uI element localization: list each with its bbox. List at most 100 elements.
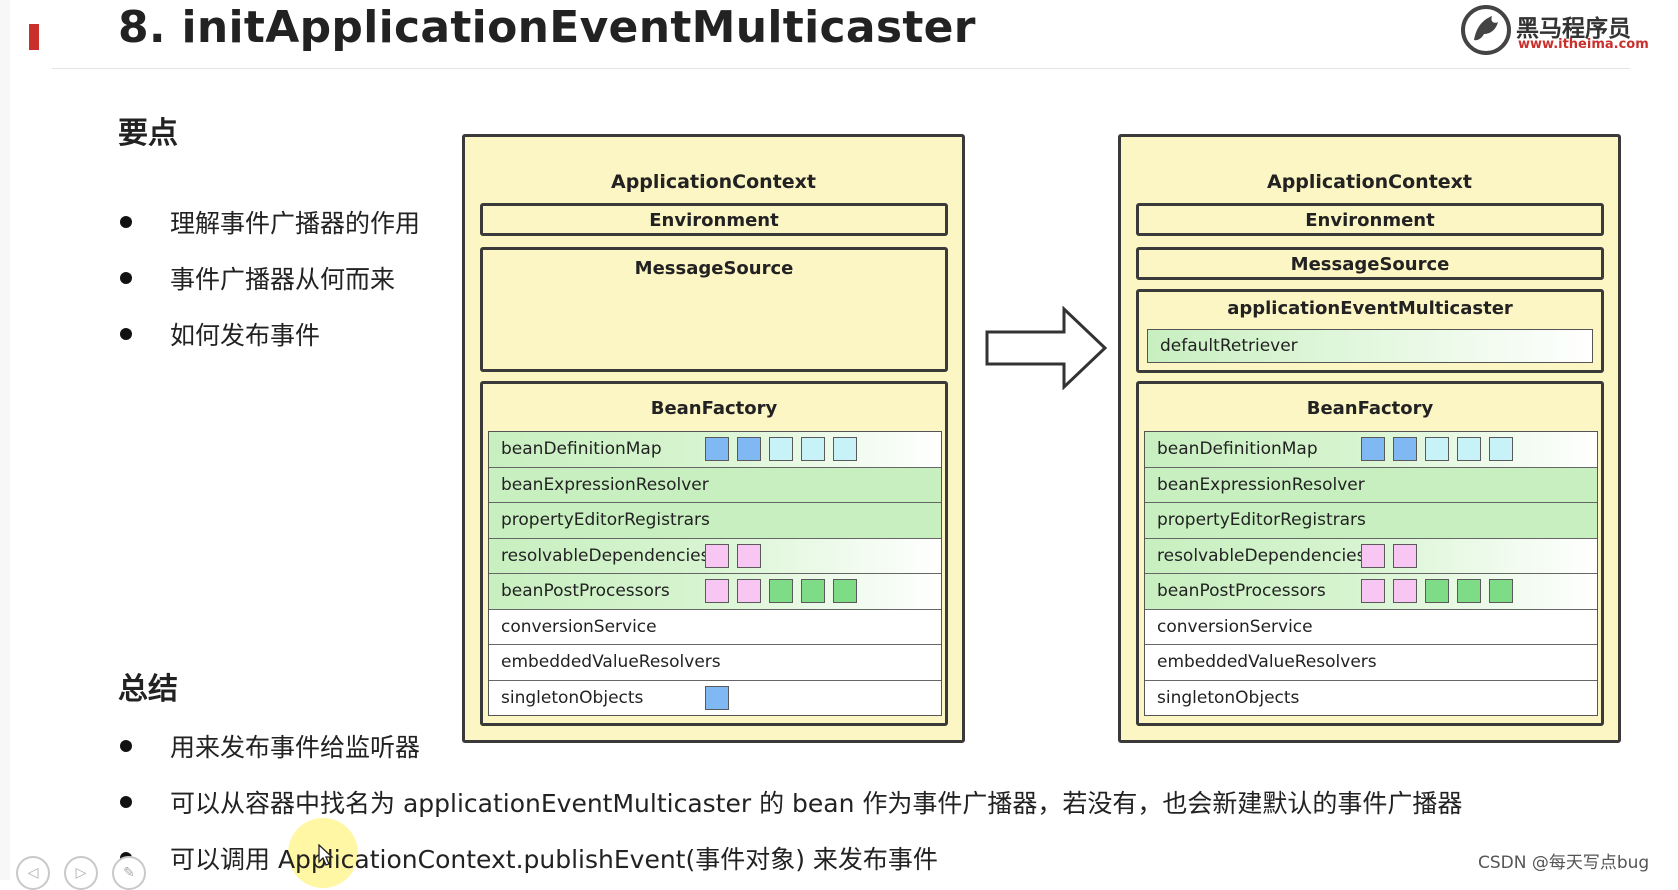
bean-square-cyan	[1425, 437, 1449, 462]
message-source-label: MessageSource	[634, 258, 794, 279]
bean-factory-row: conversionService	[1145, 610, 1597, 645]
bean-square-blue	[1361, 437, 1385, 462]
key-point-text: 事件广播器从何而来	[170, 265, 396, 294]
environment-label: Environment	[1305, 210, 1435, 231]
bean-square-green	[801, 579, 825, 604]
key-point-text: 如何发布事件	[170, 321, 321, 350]
bean-square-pink	[1361, 579, 1385, 604]
pen-icon: ✎	[123, 865, 135, 881]
bullet-dot	[120, 216, 132, 228]
summary-item: 可以调用 ApplicationContext.publishEvent(事件对…	[118, 840, 938, 876]
message-source-box: MessageSource	[1136, 247, 1604, 280]
bean-square-group	[1361, 437, 1513, 462]
bean-square-pink	[737, 543, 761, 568]
default-retriever-label: defaultRetriever	[1160, 336, 1298, 356]
bean-factory-row: propertyEditorRegistrars	[1145, 503, 1597, 539]
bean-square-cyan	[769, 437, 793, 462]
bean-square-group	[705, 686, 729, 711]
bean-square-pink	[1393, 579, 1417, 604]
brand-logo: 黑马程序员 www.itheima.com	[1460, 4, 1649, 56]
bullet-dot	[120, 740, 132, 752]
bean-factory-title: BeanFactory	[650, 398, 778, 419]
bean-factory-row-label: beanExpressionResolver	[501, 474, 709, 495]
bullet-dot	[120, 272, 132, 284]
bean-factory-row: beanDefinitionMap	[1145, 432, 1597, 468]
prev-button[interactable]: ◁	[16, 856, 50, 890]
bean-factory-row-label: conversionService	[501, 616, 657, 637]
bean-factory-row: embeddedValueResolvers	[1145, 645, 1597, 681]
key-point-item: 如何发布事件	[118, 316, 320, 352]
watermark: CSDN @每天写点bug	[1478, 853, 1650, 873]
bean-square-group	[705, 543, 761, 568]
bean-factory-row: embeddedValueResolvers	[489, 645, 941, 681]
bean-square-pink	[705, 543, 729, 568]
play-icon: ▷	[75, 865, 87, 881]
title-divider	[52, 68, 1630, 69]
bean-factory-row-label: beanExpressionResolver	[1157, 474, 1365, 495]
logo-name: 黑马程序员	[1516, 16, 1631, 42]
key-points-heading: 要点	[118, 116, 178, 151]
bean-factory-row: resolvableDependencies	[1145, 538, 1597, 574]
bean-square-green	[1457, 579, 1481, 604]
bean-square-cyan	[1457, 437, 1481, 462]
bean-square-group	[705, 437, 857, 462]
default-retriever-row: defaultRetriever	[1147, 329, 1593, 363]
summary-item: 可以从容器中找名为 applicationEventMulticaster 的 …	[118, 784, 1462, 820]
key-point-item: 事件广播器从何而来	[118, 260, 395, 296]
summary-text: 可以调用 ApplicationContext.publishEvent(事件对…	[170, 845, 938, 874]
logo-url: www.itheima.com	[1518, 37, 1649, 52]
bean-factory-row: beanExpressionResolver	[1145, 467, 1597, 503]
bean-factory-row-label: singletonObjects	[501, 688, 644, 709]
summary-item: 用来发布事件给监听器	[118, 728, 420, 764]
bean-factory-row: beanPostProcessors	[1145, 574, 1597, 610]
application-context-after: ApplicationContext Environment MessageSo…	[1118, 134, 1621, 743]
multicaster-box: applicationEventMulticaster defaultRetri…	[1136, 289, 1604, 373]
bean-square-pink	[1361, 543, 1385, 568]
bean-factory-row-label: propertyEditorRegistrars	[501, 510, 710, 531]
summary-heading: 总结	[118, 672, 178, 707]
pen-button[interactable]: ✎	[112, 856, 146, 890]
bean-square-blue	[705, 686, 729, 711]
multicaster-label: applicationEventMulticaster	[1227, 298, 1513, 319]
bean-factory-row: beanDefinitionMap	[489, 432, 941, 468]
bean-square-group	[1361, 543, 1417, 568]
bean-factory-row: singletonObjects	[489, 681, 941, 717]
bean-factory-row: beanExpressionResolver	[489, 467, 941, 503]
application-context-title: ApplicationContext	[1266, 171, 1473, 193]
bean-factory-row: propertyEditorRegistrars	[489, 503, 941, 539]
summary-text: 用来发布事件给监听器	[170, 733, 421, 762]
environment-box: Environment	[1136, 203, 1604, 236]
bullet-dot	[120, 796, 132, 808]
environment-label: Environment	[649, 210, 779, 231]
bean-factory-row-label: resolvableDependencies	[1157, 545, 1366, 566]
bean-factory-row: resolvableDependencies	[489, 538, 941, 574]
bean-factory-row-label: beanDefinitionMap	[1157, 439, 1318, 460]
bean-factory-title: BeanFactory	[1306, 398, 1434, 419]
message-source-label: MessageSource	[1290, 254, 1450, 275]
horse-logo-icon	[1461, 5, 1511, 55]
bean-square-cyan	[1489, 437, 1513, 462]
mouse-pointer-icon	[318, 844, 334, 866]
bean-factory-row-label: propertyEditorRegistrars	[1157, 510, 1366, 531]
bean-factory-row-label: beanPostProcessors	[501, 581, 670, 602]
bean-square-cyan	[801, 437, 825, 462]
bean-factory-row: beanPostProcessors	[489, 574, 941, 610]
application-context-before: ApplicationContext Environment MessageSo…	[462, 134, 965, 743]
bean-square-pink	[737, 579, 761, 604]
play-button[interactable]: ▷	[64, 856, 98, 890]
bean-square-group	[705, 579, 857, 604]
bean-square-green	[833, 579, 857, 604]
bean-factory-row-label: embeddedValueResolvers	[1157, 652, 1377, 673]
bean-factory-row-label: resolvableDependencies	[501, 545, 710, 566]
transition-arrow-icon	[985, 306, 1108, 390]
left-edge-strip	[0, 0, 10, 880]
bean-square-group	[1361, 579, 1513, 604]
bean-square-cyan	[833, 437, 857, 462]
bean-square-green	[1425, 579, 1449, 604]
prev-icon: ◁	[27, 865, 39, 881]
bean-square-blue	[737, 437, 761, 462]
bean-factory-box: BeanFactory beanDefinitionMap beanExpress…	[1136, 381, 1604, 726]
slide-title: 8. initApplicationEventMulticaster	[118, 2, 976, 53]
bean-factory-table: beanDefinitionMap beanExpressionResolver p…	[488, 431, 942, 716]
environment-box: Environment	[480, 203, 948, 236]
